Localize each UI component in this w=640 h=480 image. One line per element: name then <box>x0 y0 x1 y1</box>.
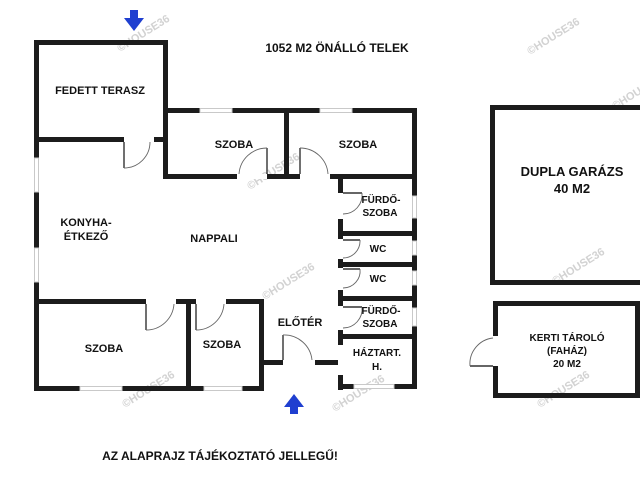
garage <box>490 105 640 285</box>
room-szoba-bottom-left: SZOBA <box>85 343 124 355</box>
room-konyha-line2: ÉTKEZŐ <box>64 230 109 243</box>
plot-title: 1052 M2 ÖNÁLLÓ TELEK <box>265 40 409 55</box>
room-wc2: WC <box>370 274 387 285</box>
watermark: ©HOUSE36 <box>535 369 592 411</box>
watermark: ©HOUSE36 <box>245 151 302 193</box>
door-gaps <box>124 137 343 375</box>
door-swings <box>123 141 363 361</box>
garden-shed <box>469 301 640 398</box>
shed-line2: (FAHÁZ) <box>547 344 587 357</box>
room-szoba-top-right: SZOBA <box>339 139 378 151</box>
room-eloter: ELŐTÉR <box>278 316 323 329</box>
room-nappali: NAPPALI <box>190 233 237 245</box>
watermark: ©HOUSE36 <box>260 261 317 303</box>
shed-line3: 20 M2 <box>553 359 581 370</box>
room-wc1: WC <box>370 244 387 255</box>
shed-line1: KERTI TÁROLÓ <box>530 331 605 344</box>
room-furdo2-line2: SZOBA <box>363 319 398 330</box>
room-konyha-line1: KONYHA- <box>60 217 112 229</box>
room-szoba-bottom-mid: SZOBA <box>203 339 242 351</box>
room-furdo1-line1: FÜRDŐ- <box>362 193 401 206</box>
room-furdo1-line2: SZOBA <box>363 208 398 219</box>
room-szoba-top-left: SZOBA <box>215 139 254 151</box>
watermark: ©HOUSE36 <box>525 16 582 58</box>
arrow-up-icon <box>284 394 304 414</box>
room-haztart-line1: HÁZTART. <box>353 346 401 359</box>
arrow-down-icon <box>124 10 144 31</box>
room-fedett-terasz: FEDETT TERASZ <box>55 85 145 97</box>
room-haztart-line2: H. <box>372 362 382 373</box>
garage-line2: 40 M2 <box>554 181 590 196</box>
disclaimer-note: AZ ALAPRAJZ TÁJÉKOZTATÓ JELLEGŰ! <box>102 448 338 463</box>
garage-line1: DUPLA GARÁZS <box>521 164 624 179</box>
windows <box>34 108 417 391</box>
room-furdo2-line1: FÜRDŐ- <box>362 304 401 317</box>
